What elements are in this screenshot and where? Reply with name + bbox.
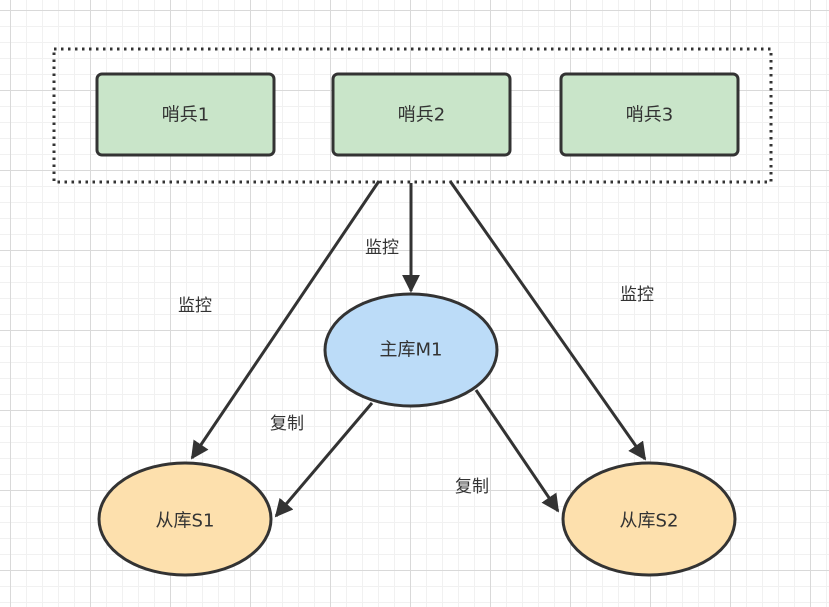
replicate-label-right: 复制: [455, 477, 489, 497]
monitor-edge-left: [190, 180, 381, 460]
slave-node-1-label: 从库S1: [156, 511, 215, 532]
sentinel-node-1[interactable]: 哨兵1: [95, 72, 276, 157]
slave-node-1[interactable]: 从库S1: [97, 461, 273, 577]
replicate-edge-left: [274, 402, 374, 518]
monitor-label-left: 监控: [178, 296, 212, 316]
sentinel-node-3-box: [559, 72, 740, 157]
monitor-edge-right: [448, 180, 647, 461]
slave-node-2[interactable]: 从库S2: [561, 461, 737, 577]
sentinel-node-2-label: 哨兵2: [398, 105, 445, 126]
master-node-shape: [323, 292, 499, 408]
slave-node-2-shape: [561, 461, 737, 577]
replicate-label-left: 复制: [270, 414, 304, 434]
monitor-label-right: 监控: [620, 285, 654, 305]
sentinel-node-1-label: 哨兵1: [162, 105, 209, 126]
sentinel-group: [52, 47, 773, 184]
slave-node-1-shape: [97, 461, 273, 577]
sentinel-node-2-box: [331, 72, 512, 157]
sentinel-node-3-label: 哨兵3: [626, 105, 673, 126]
sentinel-node-2[interactable]: 哨兵2: [331, 72, 512, 157]
slave-node-2-label: 从库S2: [620, 511, 679, 532]
master-node[interactable]: 主库M1: [323, 292, 499, 408]
master-node-label: 主库M1: [380, 340, 443, 361]
sentinel-node-3[interactable]: 哨兵3: [559, 72, 740, 157]
replicate-edge-right: [474, 389, 560, 513]
monitor-label-middle: 监控: [365, 238, 399, 258]
sentinel-node-1-box: [95, 72, 276, 157]
